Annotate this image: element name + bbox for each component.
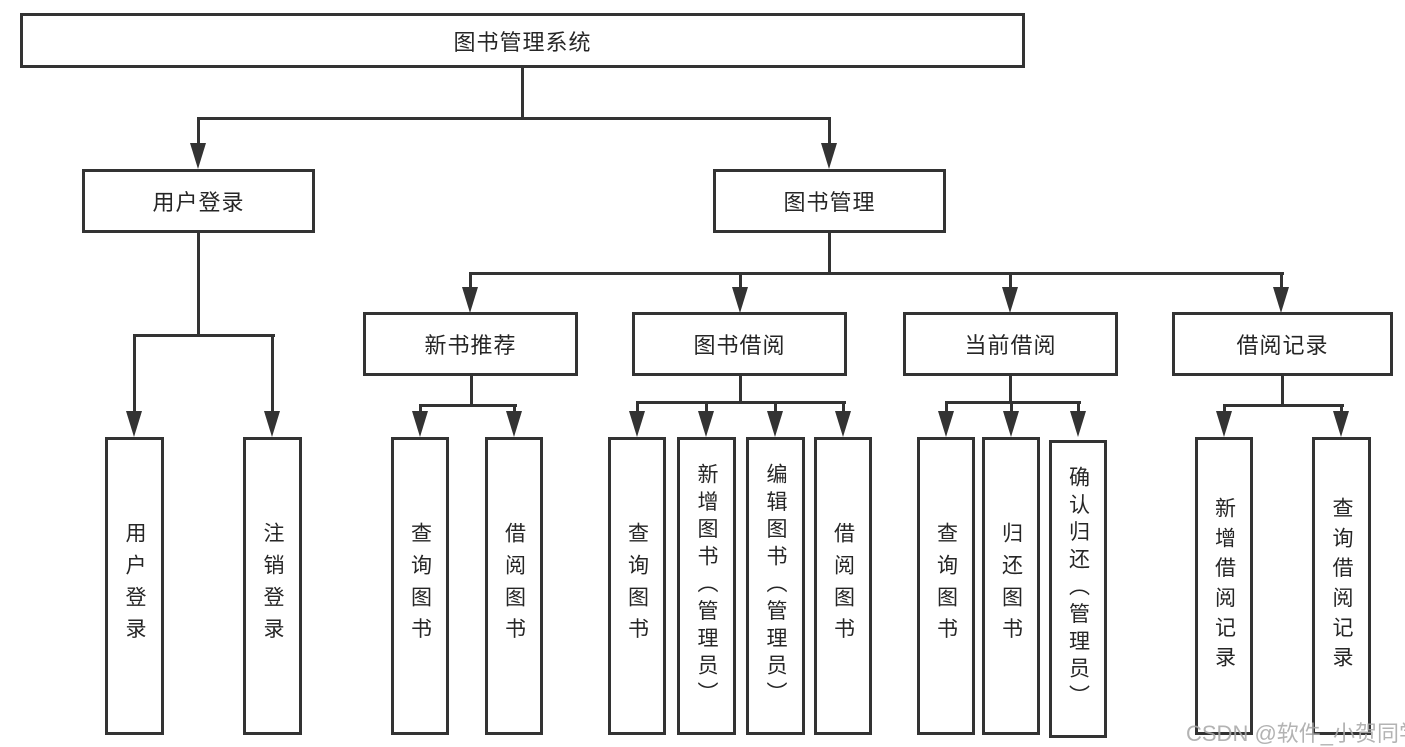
node-current-borrow-label: 当前借阅 <box>964 333 1057 358</box>
leaf-user-login-label: 用户登录 <box>123 522 146 650</box>
connector-bb-edit-shaft <box>774 401 777 414</box>
leaf-bb-add-books-admin: 新增图书（管理员） <box>677 437 736 735</box>
connector-user-login-stem <box>197 233 200 337</box>
arrowhead-to-nb-borrow <box>506 411 522 437</box>
node-borrow-records-label: 借阅记录 <box>1236 333 1329 358</box>
arrowhead-to-cb-query <box>938 411 954 437</box>
leaf-nb-borrow-books: 借阅图书 <box>485 437 543 735</box>
connector-borrow-records-rail <box>1223 404 1344 407</box>
leaf-bb-query-books: 查询图书 <box>608 437 666 735</box>
connector-book-borrow-rail <box>636 401 846 404</box>
connector-new-book-shaft <box>469 272 472 290</box>
arrowhead-to-bb-edit <box>767 411 783 437</box>
connector-new-book-rail <box>419 404 517 407</box>
arrowhead-to-nb-query <box>412 411 428 437</box>
arrowhead-to-cb-confirm <box>1070 411 1086 437</box>
leaf-nb-query-books-label: 查询图书 <box>408 522 432 650</box>
node-book-borrow-label: 图书借阅 <box>693 333 786 358</box>
arrowhead-to-br-add <box>1216 411 1232 437</box>
leaf-cb-confirm-return-admin-label: 确认归还（管理员） <box>1066 466 1090 712</box>
connector-book-borrow-stem <box>739 376 742 404</box>
node-book-management: 图书管理 <box>713 169 946 233</box>
connector-nb-query-shaft <box>419 404 422 416</box>
node-root: 图书管理系统 <box>20 13 1025 68</box>
node-user-login: 用户登录 <box>82 169 315 233</box>
leaf-br-query-record-label: 查询借阅记录 <box>1330 496 1353 676</box>
connector-cb-query-shaft <box>945 401 948 414</box>
connector-cb-return-shaft <box>1010 401 1013 414</box>
leaf-cb-confirm-return-admin: 确认归还（管理员） <box>1049 440 1107 738</box>
arrowhead-to-br-query <box>1333 411 1349 437</box>
arrowhead-to-user-login <box>190 143 206 169</box>
connector-current-borrow-shaft <box>1009 272 1012 290</box>
arrowhead-to-current-borrow <box>1002 287 1018 313</box>
leaf-nb-query-books: 查询图书 <box>391 437 449 735</box>
connector-bb-query-shaft <box>636 401 639 414</box>
arrowhead-to-bb-borrow <box>835 411 851 437</box>
leaf-cb-return-books-label: 归还图书 <box>999 522 1023 650</box>
node-borrow-records: 借阅记录 <box>1172 312 1393 376</box>
leaf-br-add-record: 新增借阅记录 <box>1195 437 1253 735</box>
connector-cb-confirm-shaft <box>1077 401 1080 414</box>
arrowhead-to-bb-query <box>629 411 645 437</box>
leaf-cb-query-books: 查询图书 <box>917 437 975 735</box>
connector-level2-rail <box>469 272 1284 275</box>
connector-book-borrow-shaft <box>739 272 742 290</box>
arrowhead-to-book-borrow <box>732 287 748 313</box>
arrowhead-to-leaf-login <box>126 411 142 437</box>
node-root-label: 图书管理系统 <box>453 29 592 55</box>
leaf-user-login: 用户登录 <box>105 437 164 735</box>
leaf-bb-edit-books-admin-label: 编辑图书（管理员） <box>764 463 787 709</box>
leaf-bb-borrow-books-label: 借阅图书 <box>831 522 855 650</box>
arrowhead-to-new-book <box>462 287 478 313</box>
leaf-logout-label: 注销登录 <box>261 522 284 650</box>
connector-user-login-shaft <box>197 117 200 147</box>
connector-br-query-shaft <box>1340 404 1343 416</box>
node-user-login-label: 用户登录 <box>152 190 245 215</box>
leaf-nb-borrow-books-label: 借阅图书 <box>502 522 526 650</box>
connector-current-borrow-rail <box>945 401 1081 404</box>
node-current-borrow: 当前借阅 <box>903 312 1118 376</box>
arrowhead-to-bb-add <box>698 411 714 437</box>
connector-leaf-logout-shaft <box>271 334 274 414</box>
arrowhead-to-cb-return <box>1003 411 1019 437</box>
node-new-book-recommend-label: 新书推荐 <box>424 333 517 358</box>
connector-root-stem <box>521 68 524 120</box>
leaf-cb-return-books: 归还图书 <box>982 437 1040 735</box>
connector-current-borrow-stem <box>1009 376 1012 404</box>
leaf-bb-add-books-admin-label: 新增图书（管理员） <box>695 463 718 709</box>
connector-leaf-login-shaft <box>133 334 136 414</box>
node-book-borrow: 图书借阅 <box>632 312 847 376</box>
connector-borrow-records-shaft <box>1280 272 1283 290</box>
connector-bb-borrow-shaft <box>842 401 845 414</box>
node-book-management-label: 图书管理 <box>783 190 876 215</box>
connector-borrow-records-stem <box>1281 376 1284 407</box>
connector-new-book-stem <box>470 376 473 407</box>
arrowhead-to-book-management <box>821 143 837 169</box>
leaf-br-query-record: 查询借阅记录 <box>1312 437 1371 735</box>
csdn-watermark: CSDN @软件_小贺同学 <box>1186 721 1405 746</box>
leaf-logout: 注销登录 <box>243 437 302 735</box>
connector-level1-rail <box>197 117 831 120</box>
leaf-bb-borrow-books: 借阅图书 <box>814 437 872 735</box>
leaf-bb-edit-books-admin: 编辑图书（管理员） <box>746 437 805 735</box>
leaf-br-add-record-label: 新增借阅记录 <box>1212 496 1236 676</box>
connector-nb-borrow-shaft <box>513 404 516 416</box>
arrowhead-to-leaf-logout <box>264 411 280 437</box>
connector-br-add-shaft <box>1223 404 1226 416</box>
leaf-cb-query-books-label: 查询图书 <box>934 522 958 650</box>
connector-book-management-stem <box>828 233 831 275</box>
arrowhead-to-borrow-records <box>1273 287 1289 313</box>
connector-bb-add-shaft <box>705 401 708 414</box>
node-new-book-recommend: 新书推荐 <box>363 312 578 376</box>
leaf-bb-query-books-label: 查询图书 <box>625 522 649 650</box>
connector-user-login-rail <box>133 334 275 337</box>
connector-book-management-shaft <box>828 117 831 147</box>
